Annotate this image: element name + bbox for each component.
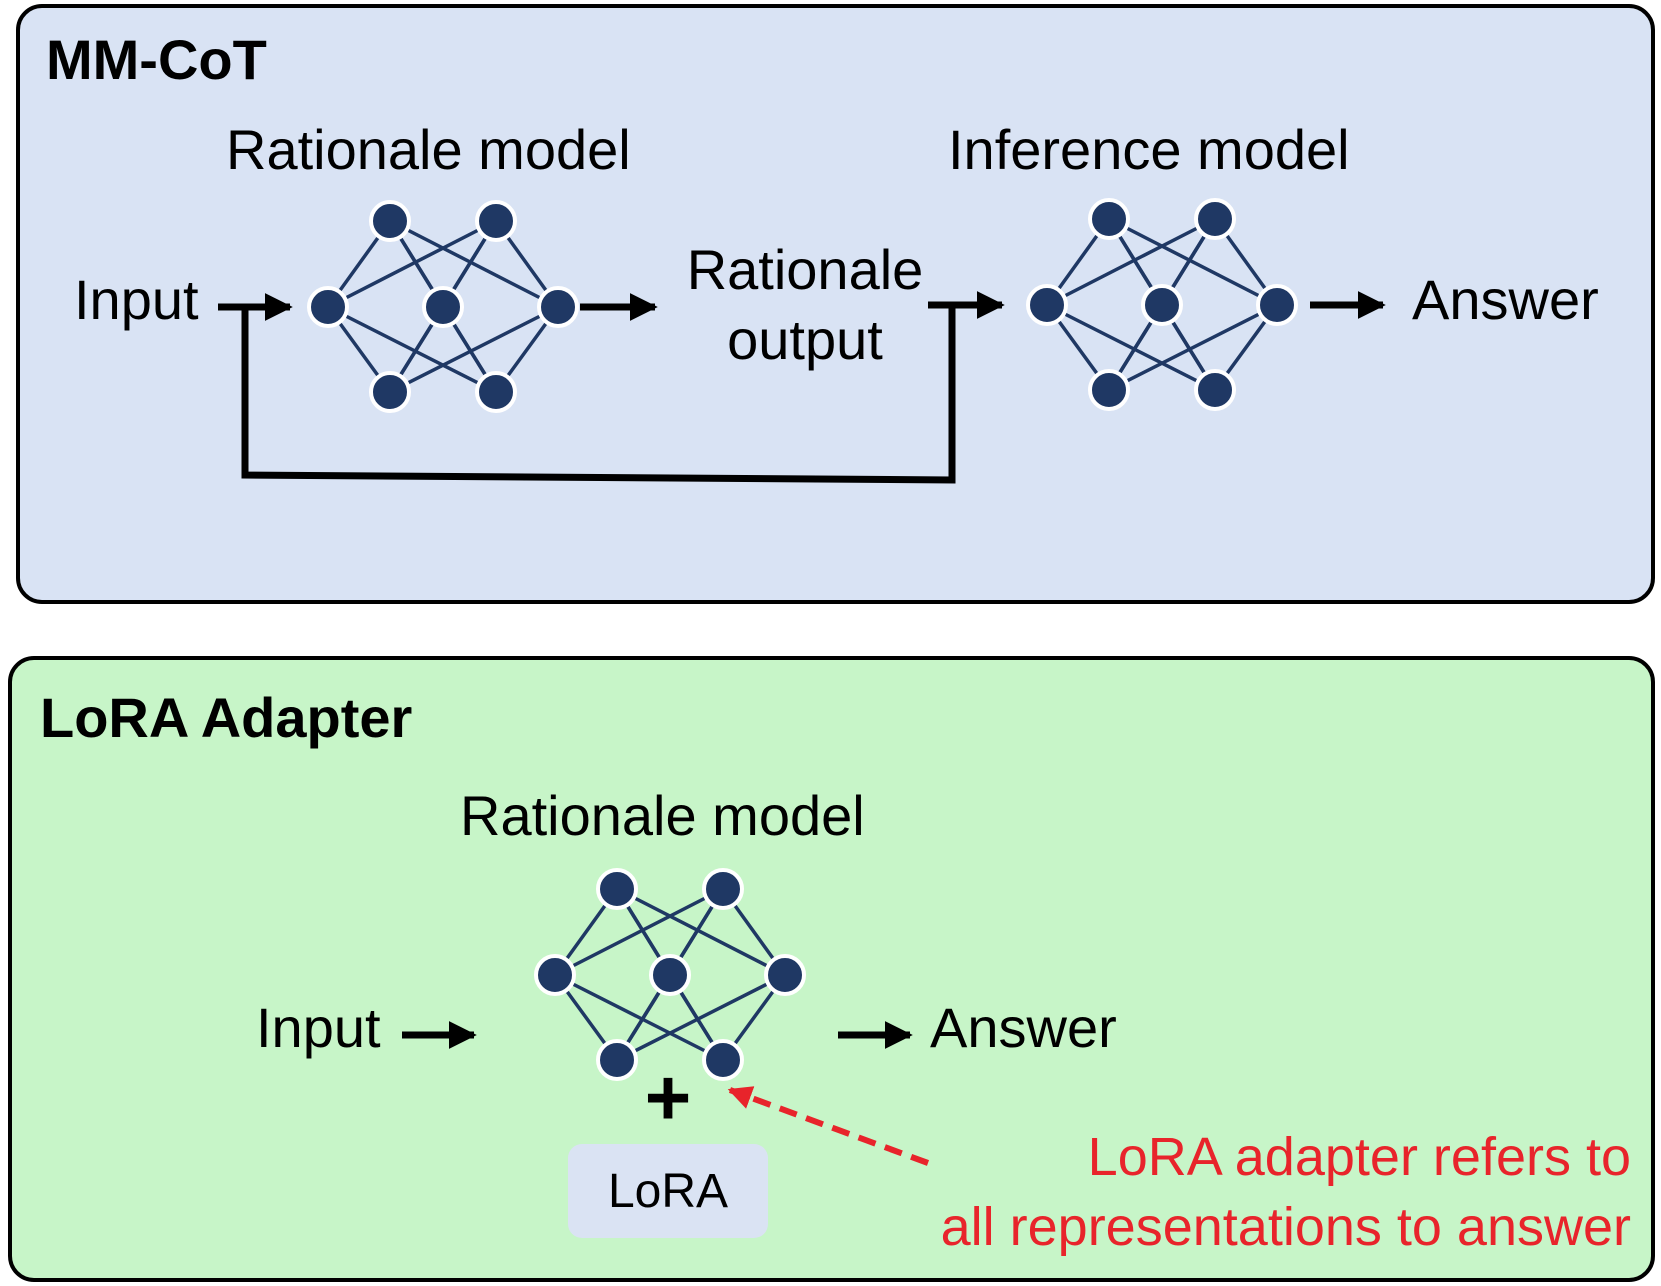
network-node [534, 954, 576, 996]
bottom-answer-label: Answer [930, 996, 1117, 1059]
network-node [764, 954, 806, 996]
network-edge [616, 973, 786, 1062]
lora-note: LoRA adapter refers to all representatio… [941, 1122, 1631, 1262]
inference-model-network [1026, 198, 1298, 411]
network-node [1088, 198, 1130, 240]
network-edge [554, 887, 724, 977]
network-node [307, 286, 349, 328]
inference-model-label: Inference model [948, 118, 1350, 181]
network-edge [327, 219, 497, 309]
network-node [702, 868, 744, 910]
network-edge [389, 219, 559, 309]
network-edge [616, 887, 786, 977]
network-node [1194, 198, 1236, 240]
bottom-rationale-model-label: Rationale model [460, 784, 865, 847]
network-node [1088, 369, 1130, 411]
feedback-connector [241, 305, 956, 484]
lora-adapter-panel [8, 656, 1655, 1282]
network-edge [1046, 303, 1216, 392]
network-edge [327, 305, 497, 394]
network-node [649, 954, 691, 996]
rationale-output-line2: output [727, 308, 883, 371]
lora-adapter-title: LoRA Adapter [40, 686, 413, 749]
network-node [369, 371, 411, 413]
rationale-output-line1: Rationale [686, 238, 924, 301]
network-node [1256, 284, 1298, 326]
network-node [369, 200, 411, 242]
network-node [1026, 284, 1068, 326]
network-node [1141, 284, 1183, 326]
input-label: Input [74, 268, 199, 331]
mm-cot-title: MM-CoT [46, 28, 267, 91]
network-edge [1046, 217, 1216, 307]
network-edge [1108, 217, 1278, 307]
network-node [596, 1039, 638, 1081]
plus-sign: + [645, 1053, 692, 1142]
network-node [1194, 369, 1236, 411]
network-edge [389, 305, 559, 394]
rationale-model-label: Rationale model [226, 118, 631, 181]
network-edge [1108, 303, 1278, 392]
bottom-input-label: Input [256, 996, 381, 1059]
network-edge [554, 973, 724, 1062]
rationale-model-network [307, 200, 579, 413]
network-node [702, 1039, 744, 1081]
lora-box-label: LoRA [607, 1165, 729, 1218]
lora-note-arrow [727, 1086, 930, 1166]
lora-box: LoRA [568, 1144, 768, 1238]
lora-note-line1: LoRA adapter refers to [1087, 1127, 1631, 1187]
network-node [475, 371, 517, 413]
lora-note-line2: all representations to answer [940, 1197, 1631, 1257]
lora-rationale-model-network [534, 868, 806, 1081]
network-node [596, 868, 638, 910]
answer-label: Answer [1412, 268, 1599, 331]
network-node [475, 200, 517, 242]
network-node [422, 286, 464, 328]
network-node [537, 286, 579, 328]
